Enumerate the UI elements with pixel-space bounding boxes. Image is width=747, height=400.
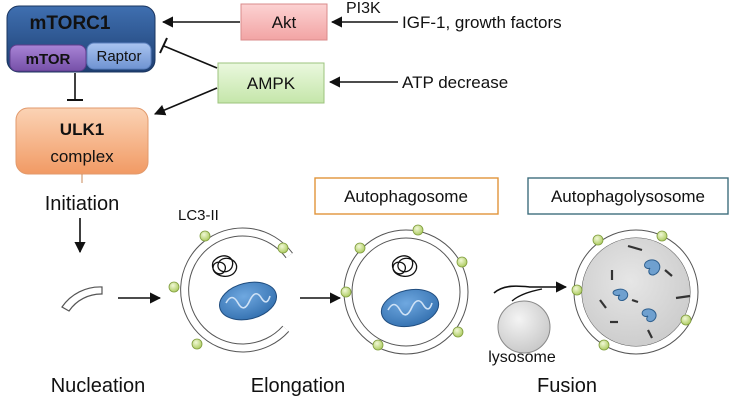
akt-label: Akt <box>272 13 297 32</box>
ampk-label: AMPK <box>247 74 296 93</box>
akt-box <box>240 3 328 41</box>
lc3-dots-autophagosome <box>340 224 468 351</box>
akt-node: Akt <box>240 3 328 41</box>
ulk1-complex: ULK1 complex <box>15 107 149 175</box>
fusion-label: Fusion <box>537 375 597 397</box>
growth-factors-label: IGF-1, growth factors <box>402 13 562 32</box>
initiation-label: Initiation <box>45 193 120 215</box>
protein-aggregate-autophagosome <box>391 255 418 277</box>
autophagosome-label: Autophagosome <box>344 187 468 206</box>
lc3-dots-autophagolysosome <box>571 230 692 351</box>
raptor-subunit <box>86 42 152 70</box>
lc3-ii-label: LC3-II <box>178 207 219 224</box>
nucleation-label: Nucleation <box>51 375 146 397</box>
elongating-phagophore <box>180 227 293 353</box>
ampk-to-ulk1-arrow <box>153 87 218 116</box>
phagophore-membrane <box>61 286 103 312</box>
mitochondrion-autophagosome <box>380 288 440 328</box>
ampk-inhibits-raptor <box>159 37 218 69</box>
lc3-dots-elongation <box>168 230 289 350</box>
autophagolysosome-label-box: Autophagolysosome <box>527 177 729 215</box>
mtor-label: mTOR <box>26 51 71 68</box>
degraded-cargo-fragments <box>599 244 691 339</box>
protein-aggregate-elongation <box>211 255 238 277</box>
mtorc1-title: mTORC1 <box>30 13 111 34</box>
mtorc1-inhibits-ulk1 <box>67 73 83 101</box>
ampk-node: AMPK <box>217 62 325 104</box>
autophagolysosome-label: Autophagolysosome <box>551 187 705 206</box>
elongation-label: Elongation <box>251 375 346 397</box>
fusion-arrow <box>493 281 568 294</box>
autophagolysosome <box>573 229 699 355</box>
lysosome <box>497 300 551 354</box>
raptor-label: Raptor <box>96 48 141 65</box>
ulk1-label: ULK1 <box>60 120 104 139</box>
lysosome-to-fusion-line <box>511 288 543 302</box>
lysosome-label: lysosome <box>488 349 556 366</box>
ulk1-sublabel: complex <box>50 147 114 166</box>
autophagosome-label-box: Autophagosome <box>314 177 499 215</box>
mtorc1-complex: mTORC1 mTOR Raptor <box>6 5 156 73</box>
mtor-subunit <box>9 44 87 72</box>
pi3k-label: PI3K <box>346 0 381 17</box>
atp-decrease-label: ATP decrease <box>402 73 508 92</box>
ampk-box <box>217 62 325 104</box>
mitochondrion-elongation <box>219 281 277 321</box>
